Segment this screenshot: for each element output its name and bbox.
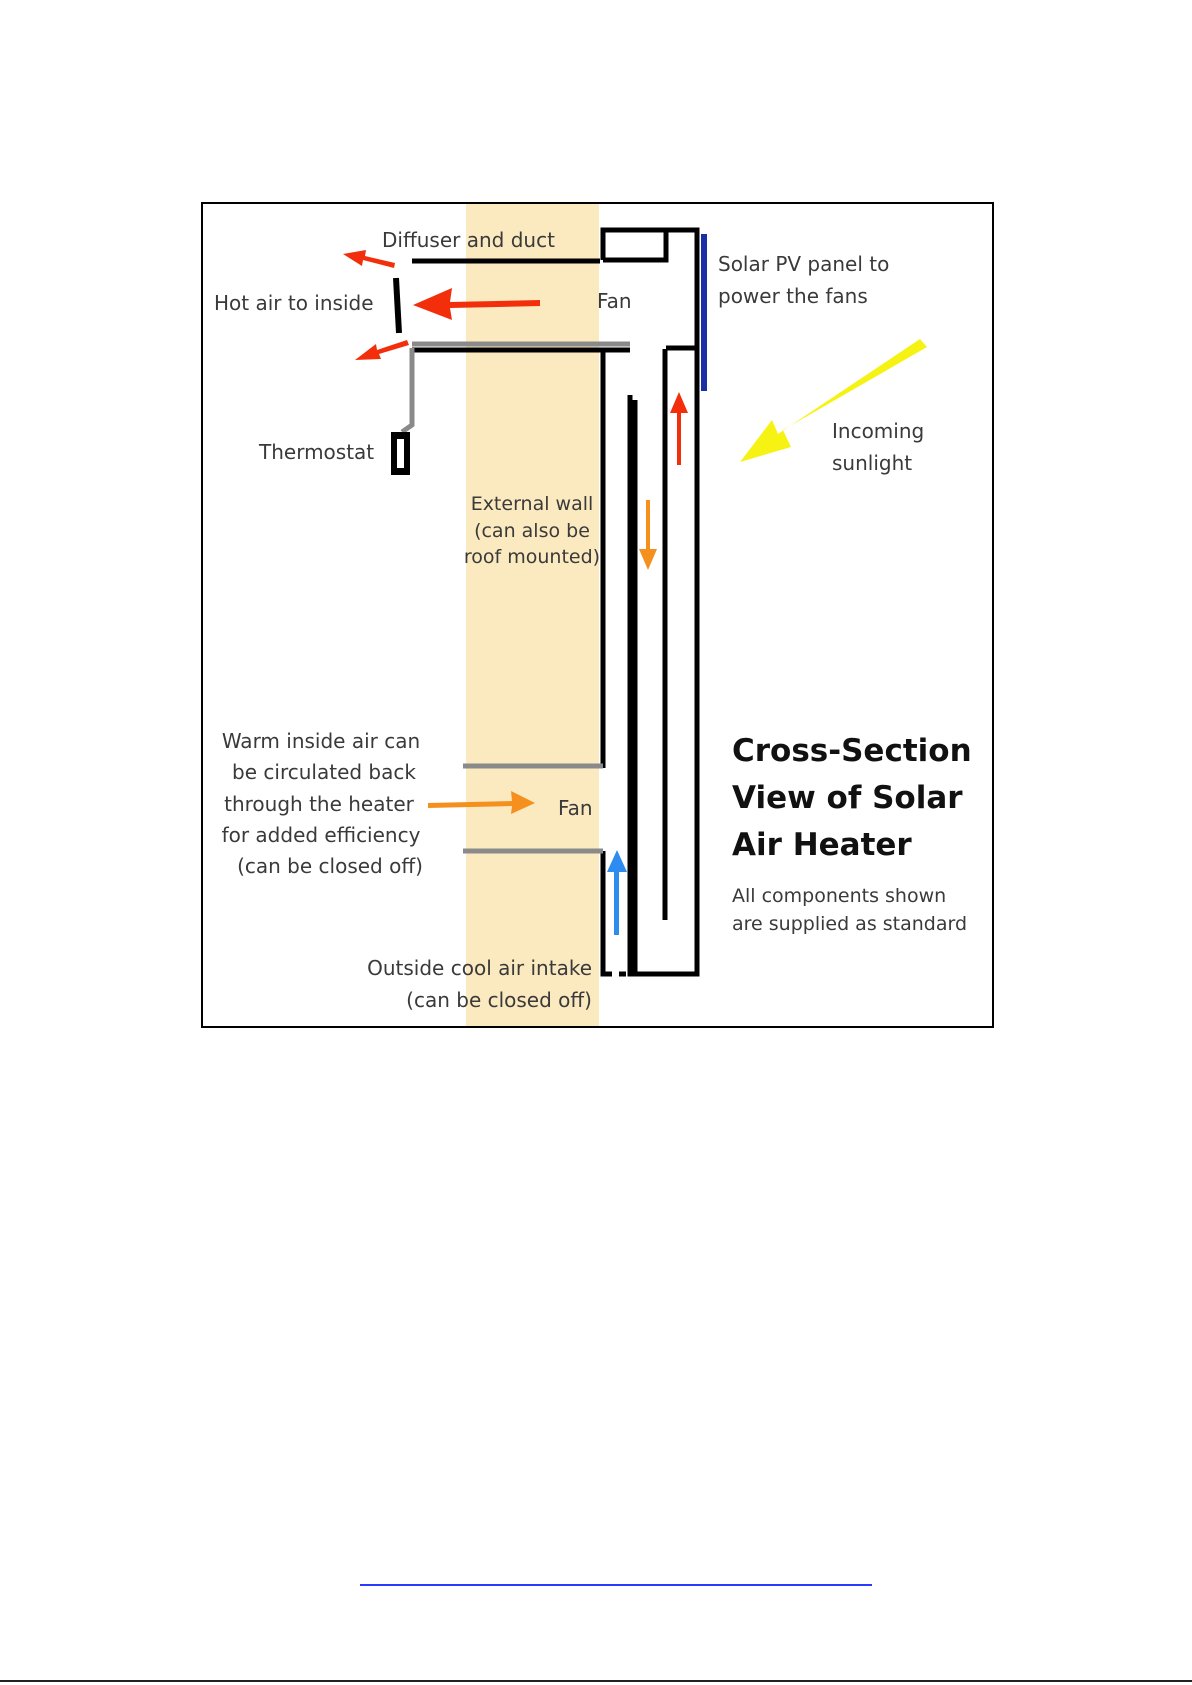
- sunlight-label-line-2: sunlight: [832, 451, 912, 475]
- recirculation-arrow: [428, 791, 535, 814]
- diagram-note-line-2: are supplied as standard: [732, 913, 967, 935]
- page-bottom-rule: [0, 1680, 1192, 1682]
- sunlight-label-line-1: Incoming: [832, 419, 924, 443]
- hot-air-arrow-main: [413, 288, 540, 320]
- hot-air-label: Hot air to inside: [214, 291, 374, 315]
- fan-bottom-label: Fan: [558, 796, 593, 820]
- thermostat-wire: [400, 348, 415, 435]
- warm-air-label-line-1: Warm inside air can: [222, 729, 420, 753]
- fan-top-label: Fan: [597, 289, 632, 313]
- external-wall-label-line-2: (can also be: [474, 520, 590, 542]
- diffuser-label: Diffuser and duct: [382, 228, 555, 252]
- sunlight-arrow: [740, 339, 927, 462]
- diagram-title-line-1: Cross-Section: [732, 733, 972, 769]
- footer-link-underline[interactable]: [360, 1584, 872, 1586]
- collector-outer-duct: [627, 345, 700, 977]
- intake-label-line-1: Outside cool air intake: [367, 956, 592, 980]
- external-wall-label-line-1: External wall: [471, 493, 594, 515]
- hot-air-arrow-down: [355, 340, 409, 360]
- duct-top-box: [600, 227, 700, 390]
- diffuser-vent: [393, 277, 402, 334]
- warm-air-label-line-3: through the heater: [224, 792, 415, 816]
- pv-panel-label-line-2: power the fans: [718, 284, 868, 308]
- warm-air-label-line-5: (can be closed off): [237, 854, 423, 878]
- thermostat-window: [397, 439, 404, 468]
- warm-air-label-line-4: for added efficiency: [222, 823, 421, 847]
- thermostat-label: Thermostat: [258, 440, 374, 464]
- collector-warm-arrow-down: [639, 500, 657, 570]
- intake-label-line-2: (can be closed off): [406, 988, 592, 1012]
- fan-top-housing: [603, 232, 669, 263]
- cool-air-arrow-up: [607, 850, 627, 935]
- hot-air-arrow-up: [343, 250, 395, 268]
- diagram-title-line-2: View of Solar: [732, 780, 963, 816]
- external-wall: [466, 204, 599, 1026]
- collector-hot-arrow-up: [670, 392, 688, 465]
- external-wall-label-line-3: roof mounted): [464, 546, 600, 568]
- intake-duct: [600, 851, 612, 977]
- pv-panel-label-line-1: Solar PV panel to: [718, 252, 889, 276]
- diagram-note-line-1: All components shown: [732, 885, 946, 907]
- diagram-title-line-3: Air Heater: [732, 827, 912, 863]
- warm-air-label-line-2: be circulated back: [232, 760, 416, 784]
